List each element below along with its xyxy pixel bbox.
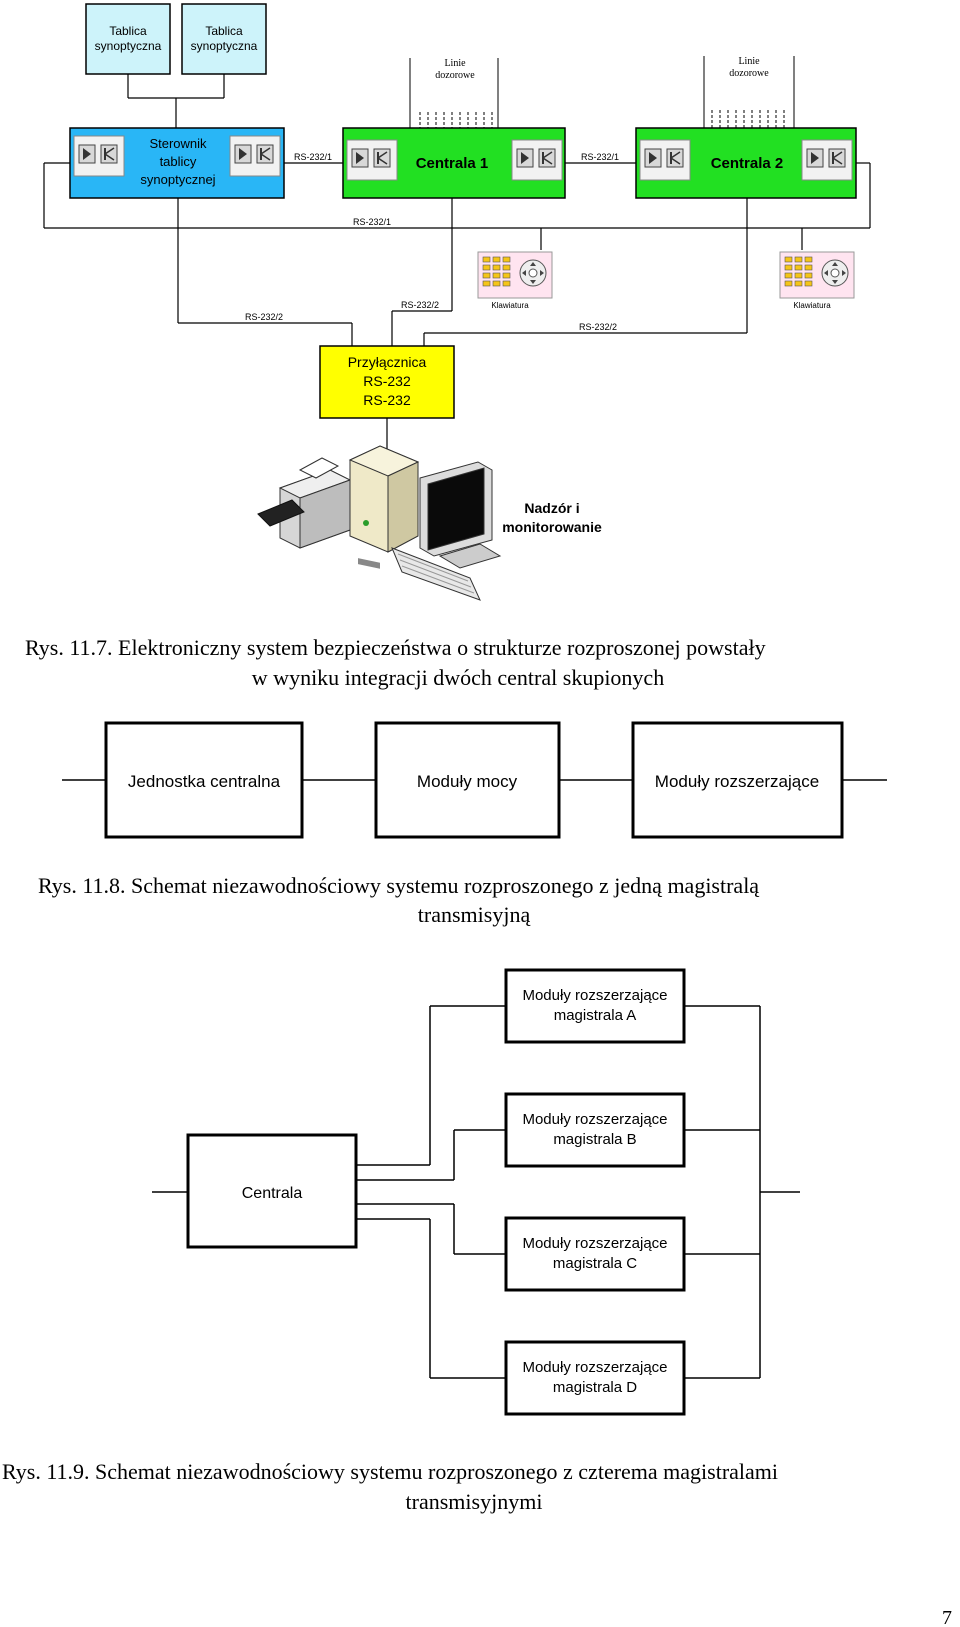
centrala-label: Centrala	[242, 1185, 303, 1202]
block-magistrala-a: Moduły rozszerzające magistrala A	[504, 968, 686, 1044]
tablica-1-line1: Tablica	[109, 24, 147, 38]
rs232-1-label-a: RS-232/1	[294, 152, 332, 162]
sterownik-line1: Sterownik	[149, 136, 207, 151]
caption-11-7-line2: w wyniku integracji dwóch central skupio…	[252, 665, 664, 690]
rs232-1-label-b: RS-232/1	[581, 152, 619, 162]
klawiatura-2-label: Klawiatura	[793, 301, 831, 310]
linie-1-line1: Linie	[444, 58, 466, 69]
linie-dozorowe-2-lines	[703, 56, 795, 128]
printer-icon	[257, 457, 352, 549]
magistrala-b-line2: magistrala B	[553, 1131, 636, 1148]
tablica-synoptyczna-1: Tablica synoptyczna	[85, 3, 171, 75]
linie-2-line2: dozorowe	[729, 68, 769, 79]
linie-1-line2: dozorowe	[435, 70, 475, 81]
nadzor-line1: Nadzór i	[524, 500, 579, 516]
block-magistrala-b: Moduły rozszerzające magistrala B	[504, 1092, 686, 1168]
tablica-connectors	[127, 74, 225, 128]
linie-dozorowe-1-lines	[409, 58, 499, 128]
caption-11-9-line2: transmisyjnymi	[406, 1489, 543, 1514]
nadzor-line2: monitorowanie	[502, 519, 602, 535]
block-jednostka-centralna: Jednostka centralna	[104, 721, 304, 839]
block-moduly-mocy: Moduły mocy	[374, 721, 561, 839]
klawiatura-2: Klawiatura	[779, 251, 855, 310]
magistrala-c-line1: Moduły rozszerzające	[522, 1235, 667, 1252]
przylacznica-line3: RS-232	[363, 392, 411, 408]
page-number: 7	[942, 1607, 952, 1627]
block-centrala: Centrala	[186, 1133, 358, 1249]
parallel-reliability-diagram: Centrala Moduły rozszerzające magistrala…	[2, 968, 800, 1514]
workstation-icon	[257, 445, 502, 601]
block-moduly-rozszerzajace: Moduły rozszerzające	[631, 721, 844, 839]
block-magistrala-d: Moduły rozszerzające magistrala D	[504, 1340, 686, 1416]
caption-11-8-line2: transmisyjną	[418, 902, 531, 927]
linie-2-line1: Linie	[738, 56, 760, 67]
system-diagram: Tablica synoptyczna Tablica synoptyczna …	[25, 3, 871, 690]
magistrala-a-line2: magistrala A	[554, 1007, 637, 1024]
magistrala-a-line1: Moduły rozszerzające	[522, 987, 667, 1004]
centrala-1-label: Centrala 1	[416, 155, 489, 172]
rs232-links	[43, 162, 871, 346]
przylacznica-line1: Przyłącznica	[348, 354, 427, 370]
monitor-icon	[419, 461, 502, 569]
block-magistrala-c: Moduły rozszerzające magistrala C	[504, 1216, 686, 1292]
series-reliability-diagram: Jednostka centralna Moduły mocy Moduły r…	[38, 721, 887, 927]
klawiatura-1-label: Klawiatura	[491, 301, 529, 310]
magistrala-d-line1: Moduły rozszerzające	[522, 1359, 667, 1376]
sterownik-line3: synoptycznej	[140, 172, 215, 187]
magistrala-b-line1: Moduły rozszerzające	[522, 1111, 667, 1128]
klawiatura-1: Klawiatura	[477, 251, 553, 310]
przylacznica-line2: RS-232	[363, 373, 411, 389]
keypad-icon	[779, 251, 855, 299]
caption-11-7-line1: Rys. 11.7. Elektroniczny system bezpiecz…	[25, 635, 766, 660]
przylacznica: Przyłącznica RS-232 RS-232	[319, 345, 455, 419]
caption-11-9-line1: Rys. 11.9. Schemat niezawodnościowy syst…	[2, 1459, 778, 1484]
block-moduly-rozszerzajace-label: Moduły rozszerzające	[655, 772, 819, 791]
sterownik-tablicy: Sterownik tablicy synoptycznej	[69, 127, 285, 199]
rs232-2-label-a: RS-232/2	[245, 312, 283, 322]
centrala-2-label: Centrala 2	[711, 155, 784, 172]
magistrala-c-line2: magistrala C	[553, 1255, 637, 1272]
centrala-2: Centrala 2	[635, 127, 857, 199]
right-connectors	[684, 1005, 800, 1379]
rs232-2-label-b: RS-232/2	[401, 300, 439, 310]
rs232-2-label-c: RS-232/2	[579, 322, 617, 332]
tablica-1-line2: synoptyczna	[95, 39, 162, 53]
keyboard-icon	[391, 547, 481, 601]
block-jednostka-label: Jednostka centralna	[128, 772, 281, 791]
block-moduly-mocy-label: Moduły mocy	[417, 772, 518, 791]
centrala-1: Centrala 1	[342, 127, 566, 199]
keypad-icon	[477, 251, 553, 299]
magistrala-d-line2: magistrala D	[553, 1379, 637, 1396]
tablica-2-line2: synoptyczna	[191, 39, 258, 53]
sterownik-line2: tablicy	[160, 154, 197, 169]
rs232-1-label-c: RS-232/1	[353, 217, 391, 227]
caption-11-8-line1: Rys. 11.8. Schemat niezawodnościowy syst…	[38, 873, 759, 898]
computer-tower-icon	[348, 445, 420, 569]
tablica-2-line1: Tablica	[205, 24, 243, 38]
left-connectors	[356, 1005, 506, 1379]
tablica-synoptyczna-2: Tablica synoptyczna	[181, 3, 267, 75]
